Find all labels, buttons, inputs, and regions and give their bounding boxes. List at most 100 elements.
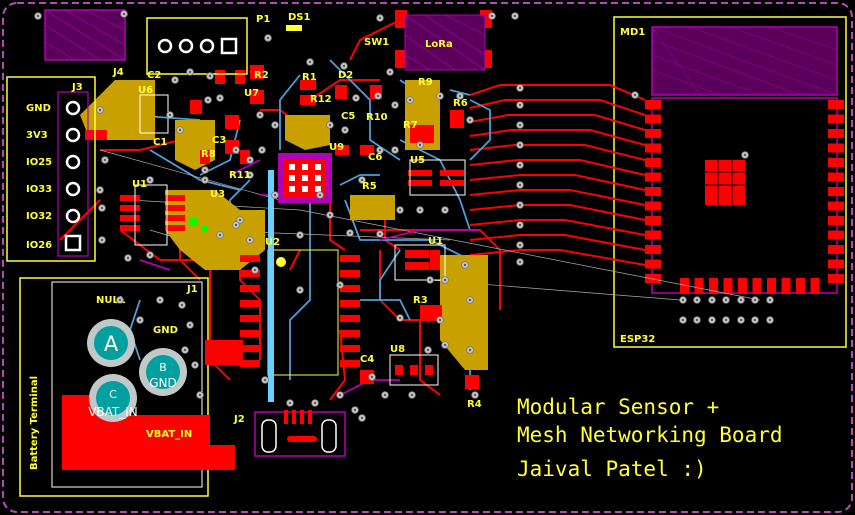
j2-usb-connector <box>254 410 346 457</box>
via-hole <box>218 96 222 100</box>
designator-r3: R3 <box>413 295 428 306</box>
via-hole <box>695 318 699 322</box>
via-hole <box>253 268 257 272</box>
u8-outline <box>389 354 439 386</box>
via-hole <box>188 70 192 74</box>
designator-ds1: DS1 <box>288 12 311 23</box>
via-hole <box>739 318 743 322</box>
designator-c3: C3 <box>212 135 226 146</box>
via-hole <box>681 318 685 322</box>
via-hole <box>98 108 102 112</box>
via-hole <box>98 188 102 192</box>
esp32-pad <box>828 245 844 254</box>
ds1-marker <box>286 25 302 31</box>
vias <box>34 10 774 422</box>
esp32-pad <box>752 278 762 294</box>
via-hole <box>353 408 357 412</box>
via-hole <box>308 60 312 64</box>
via-hole <box>168 113 172 117</box>
designator-r9: R9 <box>418 77 433 88</box>
via-hole <box>710 318 714 322</box>
via-hole <box>234 223 238 227</box>
battery-terminal-label: Battery Terminal <box>29 376 40 470</box>
via-hole <box>360 416 364 420</box>
via-hole <box>238 218 242 222</box>
lora-label: LoRa <box>425 39 453 50</box>
esp32-pad <box>828 172 844 182</box>
designator-r1: R1 <box>302 72 317 83</box>
esp32-pad <box>645 100 661 109</box>
esp32-pad <box>645 143 661 153</box>
via-hole <box>288 401 292 405</box>
designator-u9: U9 <box>329 142 344 153</box>
via-hole <box>438 318 442 322</box>
via-hole <box>183 348 187 352</box>
via-hole <box>173 78 177 82</box>
via-hole <box>418 143 422 147</box>
via-hole <box>518 183 522 187</box>
esp32-left-pads <box>645 100 661 283</box>
via-hole <box>318 193 322 197</box>
battery-pad-a: A <box>87 319 135 367</box>
via-hole <box>753 318 757 322</box>
designator-d2: D2 <box>338 70 353 81</box>
j4-pour <box>80 80 155 140</box>
via-hole <box>118 298 122 302</box>
esp32-pad <box>828 216 844 225</box>
via-hole <box>768 298 772 302</box>
via-hole <box>100 238 104 242</box>
u3-pour <box>165 190 265 270</box>
via-hole <box>393 148 397 152</box>
u1-right-pour <box>440 255 488 370</box>
battery-gnd-label: GND <box>153 325 178 336</box>
via-hole <box>328 123 332 127</box>
via-hole <box>273 193 277 197</box>
led-marks <box>190 218 207 231</box>
designator-c6: C6 <box>368 152 382 163</box>
esp32-pad <box>645 259 661 269</box>
via-hole <box>490 14 494 18</box>
via-hole <box>360 178 364 182</box>
esp32-pad <box>645 230 661 240</box>
designator-j2: J2 <box>233 414 245 425</box>
j3-pin-label: 3V3 <box>26 130 48 141</box>
via-hole <box>266 36 270 40</box>
via-hole <box>768 318 772 322</box>
via-hole <box>681 298 685 302</box>
via-hole <box>206 98 210 102</box>
via-hole <box>518 143 522 147</box>
designator-r8: R8 <box>201 149 216 160</box>
via-hole <box>753 298 757 302</box>
via-hole <box>354 96 358 100</box>
esp32-pad <box>828 201 844 211</box>
via-hole <box>208 74 212 78</box>
via-hole <box>328 213 332 217</box>
via-hole <box>188 323 192 327</box>
via-hole <box>388 70 392 74</box>
via-hole <box>218 233 222 237</box>
designator-c4: C4 <box>360 354 374 365</box>
j4-keepout <box>44 9 126 61</box>
svg-text:VBAT_IN: VBAT_IN <box>88 405 138 419</box>
designator-r12: R12 <box>310 94 332 105</box>
via-hole <box>743 153 747 157</box>
esp32-pad <box>828 129 844 138</box>
esp32-pad <box>645 216 661 225</box>
u2-outline <box>267 249 339 376</box>
via-hole <box>398 208 402 212</box>
designator-p1: P1 <box>256 14 270 25</box>
designator-r7: R7 <box>403 120 418 131</box>
via-hole <box>178 128 182 132</box>
via-hole <box>126 256 130 260</box>
designator-c2: C2 <box>147 70 161 81</box>
via-hole <box>443 343 447 347</box>
via-hole <box>518 223 522 227</box>
esp32-label: ESP32 <box>620 334 655 345</box>
qfn-chip <box>278 153 332 203</box>
battery-pad-b: B GND <box>139 348 187 396</box>
via-hole <box>633 93 637 97</box>
via-hole <box>468 118 472 122</box>
md1-designator: MD1 <box>620 27 645 38</box>
